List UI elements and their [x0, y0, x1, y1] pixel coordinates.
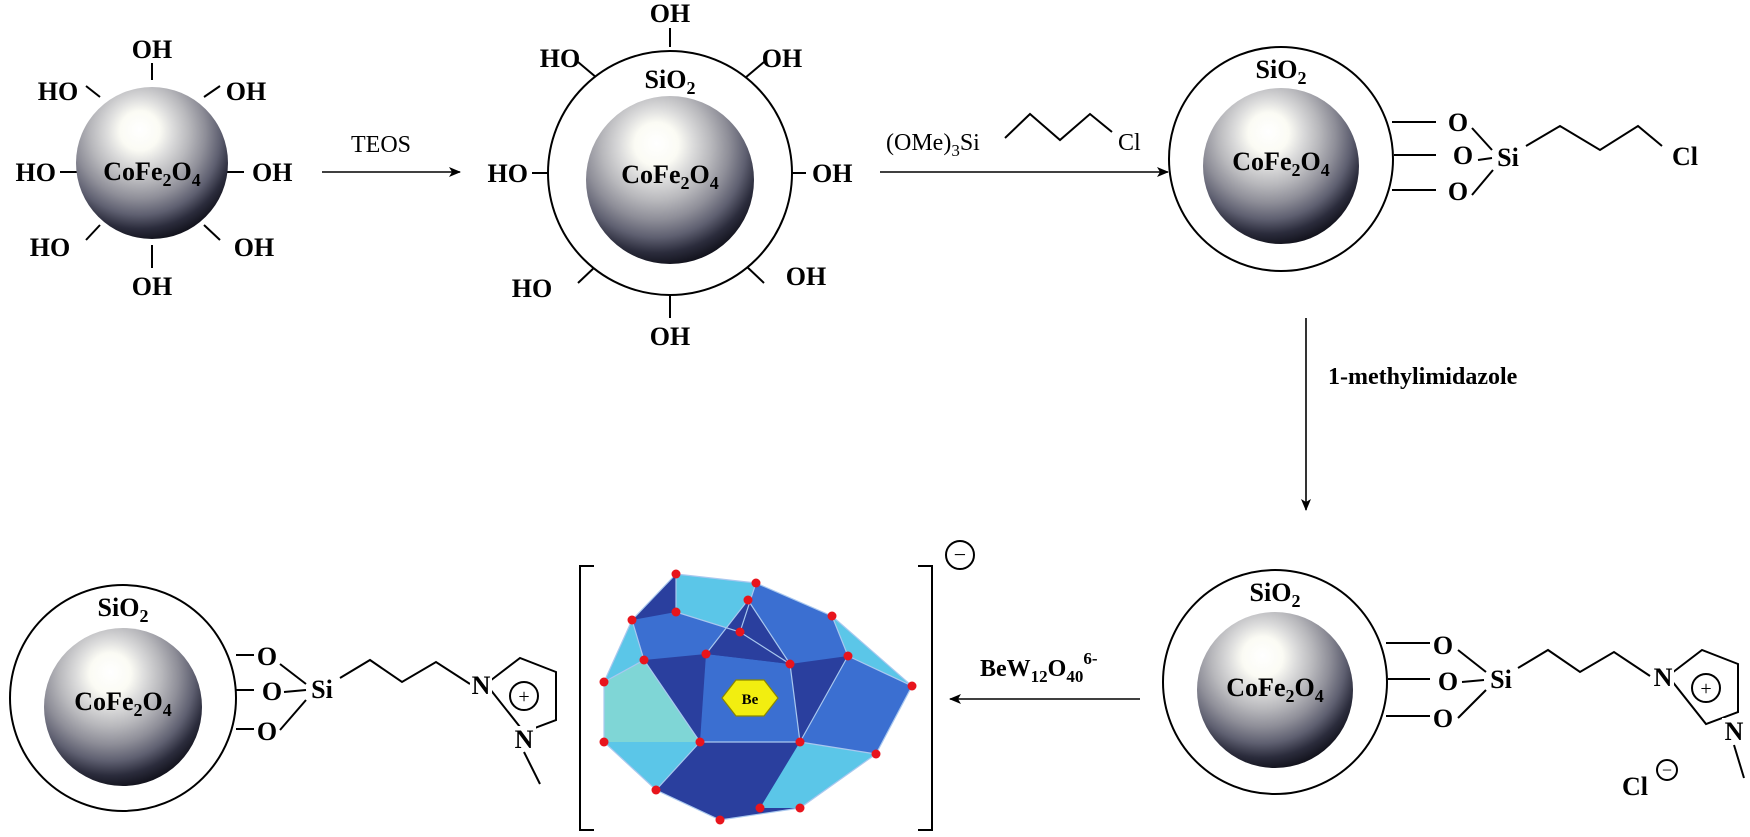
nanoparticle-3: SiO2 CoFe2O4 O O O Si Cl [1168, 46, 1698, 272]
oh-right: OH [252, 158, 292, 187]
polyoxometalate-structure: − Be [579, 540, 975, 831]
silicon: Si [1497, 143, 1519, 172]
left-bracket [579, 565, 594, 831]
ho-top-left: HO [540, 44, 580, 73]
positive-charge: + [518, 686, 529, 708]
ho-bottom-left: HO [512, 274, 552, 303]
core-label: CoFe2O4 [103, 157, 200, 190]
reagent-polyoxometalate: BeW12O406- [980, 649, 1098, 686]
o3: O [1433, 704, 1453, 733]
be-center-label: Be [742, 692, 759, 708]
silicon: Si [1490, 665, 1512, 694]
oh-top: OH [650, 0, 690, 28]
o1: O [1433, 631, 1453, 660]
nitrogen-1: N [472, 671, 491, 700]
o3: O [1448, 177, 1468, 206]
oh-bottom-right: OH [234, 233, 274, 262]
negative-charge: − [1662, 760, 1672, 780]
core-sphere [1203, 88, 1359, 244]
core-sphere [1197, 612, 1353, 768]
nanoparticle-1: CoFe2O4 OH OH HO OH HO OH HO OH [16, 35, 293, 301]
o2: O [262, 677, 282, 706]
step-3-arrow: 1-methylimidazole [1301, 318, 1518, 511]
reagent-chloride: Cl [1118, 130, 1141, 156]
shell-label: SiO2 [1256, 55, 1307, 88]
oh-top-left: HO [38, 77, 78, 106]
o1: O [1448, 108, 1468, 137]
nanoparticle-4: SiO2 CoFe2O4 O O O Si + N N Cl − [1162, 569, 1746, 801]
step-2-arrow: (OMe)3Si Cl [880, 112, 1169, 177]
nanoparticle-5: SiO2 CoFe2O4 O O O Si + N N [9, 584, 557, 812]
oh-bottom: OH [132, 272, 172, 301]
o3: O [257, 717, 277, 746]
o2: O [1453, 141, 1473, 170]
nitrogen-1: N [1654, 663, 1673, 692]
core-sphere [586, 96, 754, 264]
nanoparticle-2: SiO2 CoFe2O4 OH HO OH HO OH HO OH OH [488, 0, 853, 351]
chloride-counterion: Cl [1622, 772, 1648, 801]
core-label: CoFe2O4 [74, 687, 171, 720]
oh-right: OH [812, 159, 852, 188]
oh-top-right: OH [762, 44, 802, 73]
oh-bottom-right: OH [786, 262, 826, 291]
oh-bottom: OH [650, 322, 690, 351]
reagent-methylimidazole: 1-methylimidazole [1328, 364, 1518, 390]
oh-bottom-left: HO [30, 233, 70, 262]
o1: O [257, 642, 277, 671]
ho-left: HO [488, 159, 528, 188]
silicon: Si [311, 675, 333, 704]
core-label: CoFe2O4 [1226, 673, 1323, 706]
anion-charge: − [954, 542, 966, 567]
core-label: CoFe2O4 [1232, 147, 1329, 180]
nitrogen-3: N [1725, 717, 1744, 746]
shell-label: SiO2 [1250, 578, 1301, 611]
reagent-silane: (OMe)3Si [886, 130, 980, 160]
step-4-arrow: BeW12O406- [949, 649, 1140, 704]
nitrogen-3: N [515, 725, 534, 754]
positive-charge-circle [1691, 673, 1721, 703]
shell-label: SiO2 [645, 65, 696, 98]
right-bracket [918, 565, 933, 831]
positive-charge: + [1700, 678, 1711, 700]
oxygen-vertices [599, 569, 917, 825]
oh-top-right: OH [226, 77, 266, 106]
reagent-teos: TEOS [351, 132, 411, 158]
imidazolium-ring [1666, 648, 1739, 726]
step-1-arrow: TEOS [322, 132, 461, 177]
be-center-hexagon [721, 679, 779, 717]
oh-left: HO [16, 158, 56, 187]
imidazolium-ring [484, 656, 557, 734]
core-sphere [76, 87, 228, 239]
positive-charge-circle [509, 681, 539, 711]
oh-top: OH [132, 35, 172, 64]
anion-charge-circle [945, 540, 975, 570]
o2: O [1438, 667, 1458, 696]
shell-label: SiO2 [98, 593, 149, 626]
negative-charge-circle [1656, 759, 1678, 781]
core-label: CoFe2O4 [621, 160, 718, 193]
chloro: Cl [1672, 142, 1698, 171]
core-sphere [44, 628, 202, 786]
